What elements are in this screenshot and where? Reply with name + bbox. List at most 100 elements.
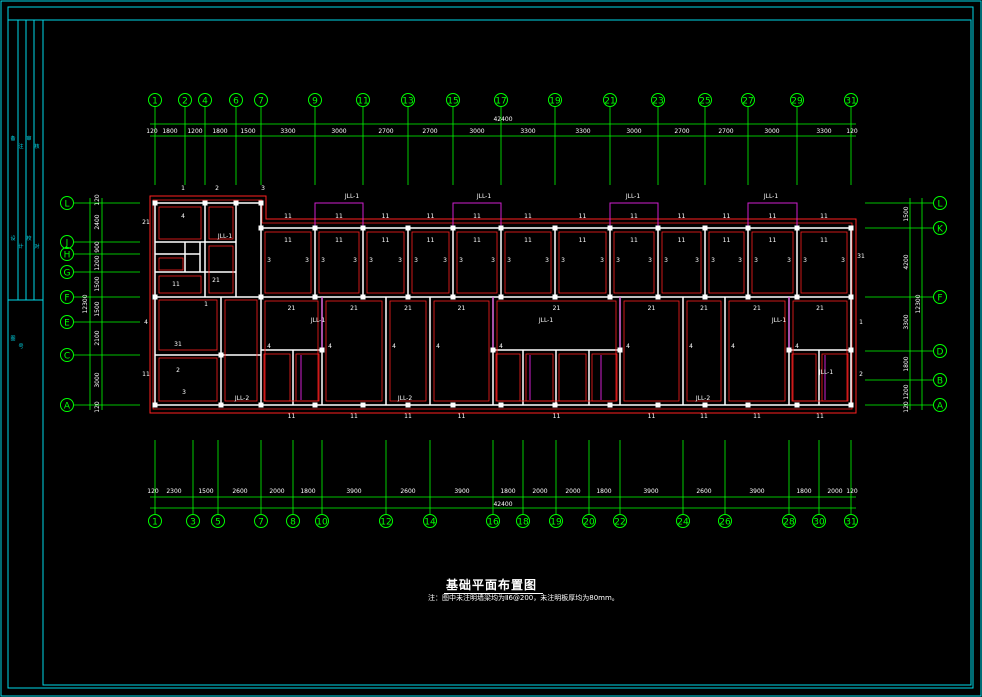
column: [702, 294, 708, 300]
column: [490, 347, 496, 353]
top-dimension-value: 1500: [240, 128, 255, 135]
axis-label-right: A: [937, 402, 944, 412]
axis-bubble-top: [308, 93, 322, 107]
bottom-dimension-value: 3900: [749, 488, 764, 495]
column: [607, 294, 613, 300]
axis-label-bottom: 16: [487, 518, 499, 528]
cell-label: 11: [458, 413, 466, 420]
axis-bubble-top: [790, 93, 804, 107]
footing-rect: [318, 231, 360, 294]
left-total-dimension: 12300: [82, 294, 89, 313]
axis-bubble-bottom: [423, 514, 437, 528]
axis-label-bottom: 26: [719, 518, 731, 528]
cell-label: 3: [648, 257, 652, 264]
cell-label: 4: [144, 319, 148, 326]
left-dimension-value: 120: [94, 194, 101, 206]
footing-rect: [661, 231, 702, 294]
beam-label: JLL-1: [818, 369, 834, 376]
footing-rect: [708, 231, 745, 294]
bottom-dimension-value: 2000: [565, 488, 580, 495]
column: [258, 225, 264, 231]
bottom-dimension-value: 2600: [696, 488, 711, 495]
cell-label: 21: [350, 305, 358, 312]
side-block-char: 注: [18, 143, 23, 150]
axis-bubble-top: [401, 93, 415, 107]
beam-label: JLL-1: [344, 193, 360, 200]
column: [233, 200, 239, 206]
column: [312, 294, 318, 300]
cell-label: 11: [382, 213, 390, 220]
left-dimension-value: 1500: [94, 276, 101, 291]
footing-rect: [158, 275, 202, 294]
top-dimension-value: 3300: [280, 128, 295, 135]
right-dimension-value: 1200: [903, 384, 910, 399]
footing-rect: [496, 300, 617, 402]
cell-label: 21: [458, 305, 466, 312]
top-dimension-value: 3000: [764, 128, 779, 135]
axis-label-top: 9: [312, 97, 318, 107]
top-dimension-value: 1800: [212, 128, 227, 135]
beam-tab: [452, 202, 502, 228]
footing-rect: [591, 353, 618, 402]
axis-label-bottom: 12: [380, 518, 391, 528]
bottom-dimension-value: 1800: [300, 488, 315, 495]
cell-label: 11: [769, 237, 777, 244]
cell-label: 3: [600, 257, 604, 264]
cell-label: 11: [700, 413, 708, 420]
cell-label: 3: [616, 257, 620, 264]
cell-label: 11: [630, 213, 638, 220]
footing-rect: [325, 300, 383, 402]
cell-label: 11: [142, 371, 150, 378]
column: [450, 402, 456, 408]
right-total-dimension: 12300: [915, 294, 922, 313]
cell-label: 4: [267, 343, 271, 350]
axis-label-left: A: [64, 402, 71, 412]
footing-rect: [821, 353, 849, 402]
cell-label: 11: [335, 213, 343, 220]
left-dimension-value: 2400: [94, 214, 101, 229]
cell-label: 3: [695, 257, 699, 264]
axis-label-top: 2: [182, 97, 188, 107]
axis-bubble-top: [494, 93, 508, 107]
axis-label-top: 1: [152, 97, 158, 107]
side-block-char: 图: [10, 336, 15, 342]
axis-bubble-top: [741, 93, 755, 107]
axis-label-top: 29: [791, 97, 803, 107]
axis-label-left: J: [65, 239, 69, 249]
column: [450, 225, 456, 231]
column: [312, 402, 318, 408]
footing-rect: [208, 206, 234, 240]
column: [655, 225, 661, 231]
cell-label: 1: [181, 185, 185, 192]
cell-label: 11: [753, 413, 761, 420]
top-dimension-value: 3000: [626, 128, 641, 135]
column: [745, 225, 751, 231]
axis-label-left: G: [64, 269, 71, 279]
side-block-char: 核: [34, 143, 39, 150]
cell-label: 11: [723, 213, 731, 220]
cell-label: 3: [841, 257, 845, 264]
footing-rect: [158, 257, 184, 271]
axis-label-top: 23: [652, 97, 663, 107]
foundation-outline: [149, 195, 857, 414]
axis-label-top: 6: [233, 97, 239, 107]
side-block-char: 计: [18, 243, 23, 250]
cell-label: 11: [473, 237, 481, 244]
top-total-dimension: 42400: [493, 116, 512, 123]
cell-label: 11: [350, 413, 358, 420]
axis-bubble-bottom: [254, 514, 268, 528]
footing-rect: [264, 300, 319, 402]
axis-label-top: 31: [845, 97, 856, 107]
top-dimension-value: 3000: [469, 128, 484, 135]
footing-rect: [613, 231, 655, 294]
axis-bubble-left: [60, 315, 74, 329]
cell-label: 11: [382, 237, 390, 244]
axis-bubble-bottom: [613, 514, 627, 528]
bottom-dimension-value: 120: [846, 488, 858, 495]
column: [607, 225, 613, 231]
beam-label: JLL-1: [763, 193, 779, 200]
footing-rect: [158, 357, 218, 402]
cell-label: 3: [711, 257, 715, 264]
footing-rect: [504, 231, 552, 294]
